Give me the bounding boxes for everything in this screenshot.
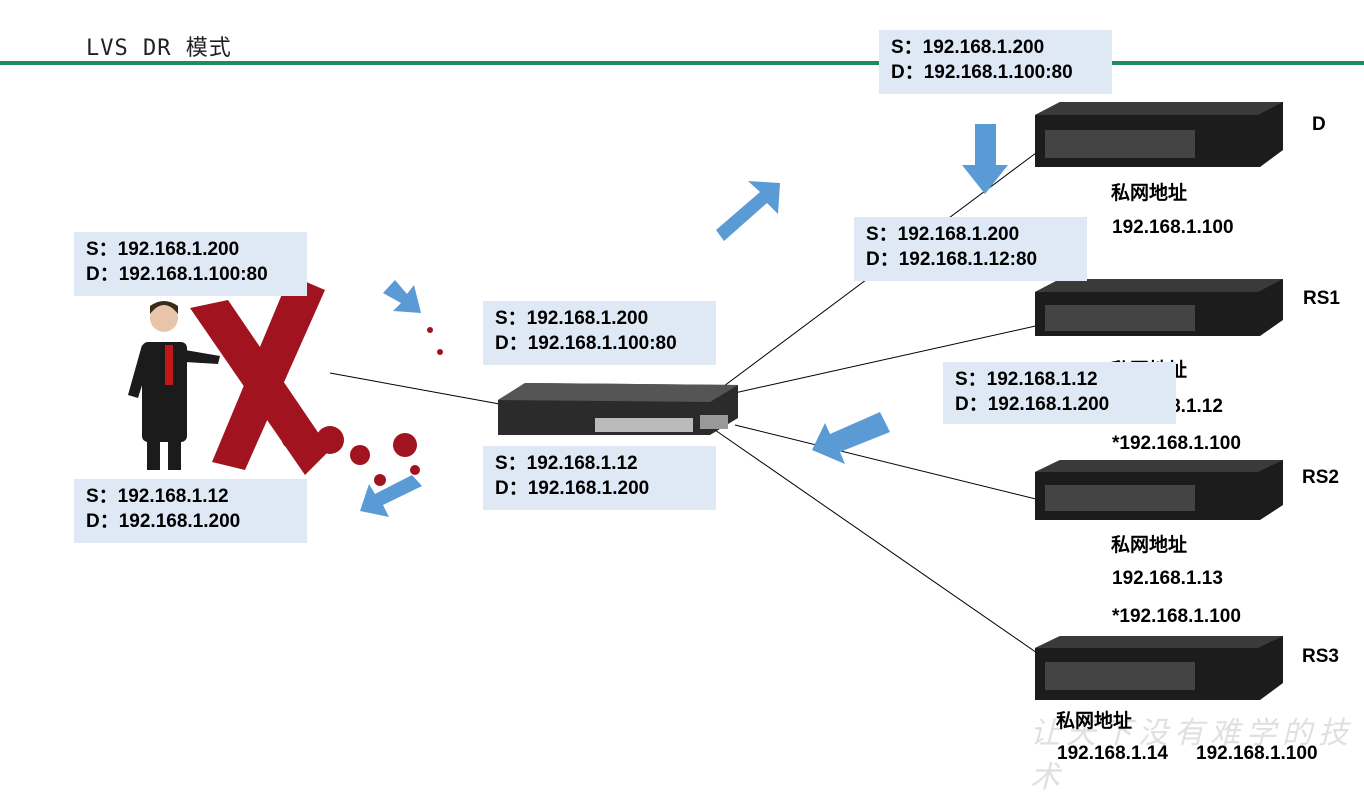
arrow-client-to-switch-icon: [383, 280, 421, 313]
arrow-to-director-icon: [716, 181, 780, 241]
page-title: LVS DR 模式: [86, 36, 232, 61]
server-private-label: 私网地址: [1111, 535, 1188, 556]
server-rs3-icon: [1035, 636, 1283, 700]
server-d-icon: [1035, 102, 1283, 167]
server-ip: 192.168.1.100: [1112, 217, 1234, 238]
packet-dest: D：192.168.1.100:80: [891, 62, 1073, 83]
packet-dest: D：192.168.1.200: [495, 478, 650, 499]
packet-box-client-out: S：192.168.1.200 D：192.168.1.100:80: [74, 232, 307, 296]
diagram-canvas: [128, 102, 1283, 700]
server-name-d: D: [1312, 114, 1326, 135]
network-switch-icon: [498, 383, 738, 435]
packet-source: S：192.168.1.200: [891, 37, 1045, 58]
packet-dest: D：192.168.1.200: [955, 394, 1110, 415]
packet-box-rs-reply: S：192.168.1.12 D：192.168.1.200: [943, 362, 1176, 424]
header-divider: [0, 61, 1364, 65]
packet-box-switch-out: S：192.168.1.12 D：192.168.1.200: [483, 446, 716, 510]
server-ip: 192.168.1.14: [1057, 743, 1168, 764]
packet-source: S：192.168.1.12: [495, 453, 638, 474]
arrow-to-client-icon: [360, 475, 422, 517]
server-ip: 192.168.1.13: [1112, 568, 1223, 589]
server-vip: *192.168.1.100: [1112, 433, 1241, 454]
packet-box-client-in: S：192.168.1.12 D：192.168.1.200: [74, 479, 307, 543]
server-vip: 192.168.1.100: [1196, 743, 1318, 764]
packet-box-switch-in: S：192.168.1.200 D：192.168.1.100:80: [483, 301, 716, 365]
crossed-out-mark: [190, 275, 443, 486]
watermark: 让天下没有难学的技术: [1030, 716, 1354, 795]
packet-source: S：192.168.1.200: [86, 239, 240, 260]
server-name-rs2: RS2: [1302, 467, 1339, 488]
server-name-rs3: RS3: [1302, 646, 1339, 667]
lvs-dr-diagram: LVS DR 模式: [0, 30, 1364, 795]
server-vip: *192.168.1.100: [1112, 606, 1241, 627]
server-private-label: 私网地址: [1056, 711, 1133, 732]
arrow-down-icon: [962, 124, 1008, 194]
link-switch-rs2: [734, 424, 1041, 501]
packet-source: S：192.168.1.200: [866, 224, 1020, 245]
packet-source: S：192.168.1.12: [955, 369, 1098, 390]
link-switch-rs3: [714, 429, 1041, 656]
server-name-rs1: RS1: [1303, 288, 1340, 309]
link-switch-rs1: [711, 324, 1041, 399]
packet-box-to-director: S：192.168.1.200 D：192.168.1.100:80: [879, 30, 1112, 94]
packet-source: S：192.168.1.12: [86, 486, 229, 507]
packet-dest: D：192.168.1.100:80: [495, 333, 677, 354]
packet-dest: D：192.168.1.100:80: [86, 264, 268, 285]
link-client-switch: [329, 372, 506, 406]
arrow-rs-reply-icon: [812, 412, 890, 464]
packet-source: S：192.168.1.200: [495, 308, 649, 329]
packet-dest: D：192.168.1.200: [86, 511, 241, 532]
server-rs1-icon: [1035, 279, 1283, 336]
packet-box-to-rs: S：192.168.1.200 D：192.168.1.12:80: [854, 217, 1087, 281]
server-rs2-icon: [1035, 460, 1283, 520]
client-person-icon: [128, 301, 220, 470]
packet-dest: D：192.168.1.12:80: [866, 249, 1038, 270]
server-private-label: 私网地址: [1111, 183, 1188, 204]
